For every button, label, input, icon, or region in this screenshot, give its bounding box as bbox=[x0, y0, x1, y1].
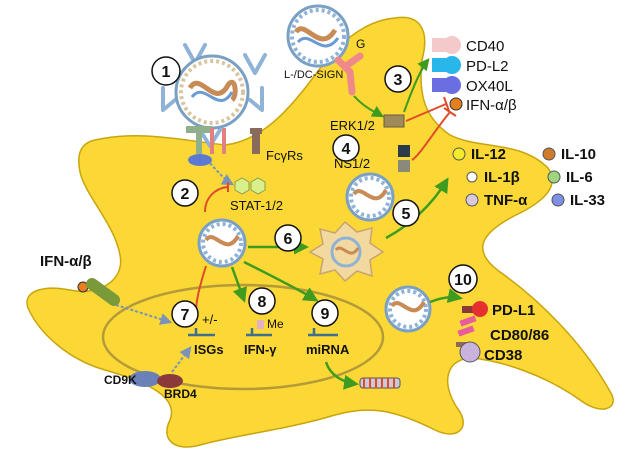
marker-cd40-label: CD40 bbox=[466, 38, 504, 55]
step-10-label: 10 bbox=[454, 272, 472, 289]
coreceptor-cd38-label: CD38 bbox=[484, 347, 522, 364]
coreceptor-cd8086-label: CD80/86 bbox=[490, 327, 549, 344]
step-9-label: 9 bbox=[321, 306, 330, 323]
cd9k-icon bbox=[129, 371, 161, 387]
cytokine-il33-dot bbox=[551, 193, 565, 207]
cytokine-tnfa-label: TNF-α bbox=[484, 192, 528, 209]
brd4-icon bbox=[157, 374, 183, 388]
nucleus bbox=[101, 283, 385, 391]
stat-label: STAT-1/2 bbox=[230, 198, 283, 213]
isgs-label: ISGs bbox=[194, 342, 224, 357]
virus-top-icon bbox=[286, 4, 350, 68]
step-4-label: 4 bbox=[342, 141, 351, 158]
virus-central-icon bbox=[197, 218, 247, 268]
cytokine-il12-label: IL-12 bbox=[471, 146, 506, 163]
cytokine-il33-label: IL-33 bbox=[570, 192, 605, 209]
plus-minus-label: +/- bbox=[202, 312, 218, 327]
coreceptor-pdl1 bbox=[462, 301, 488, 317]
inhibit-erk-ifn bbox=[405, 103, 447, 122]
inhibit-ns-ifn bbox=[411, 111, 451, 161]
coreceptor-cd8086 bbox=[457, 315, 477, 337]
inhibit-stat bbox=[204, 186, 229, 213]
step-6-label: 6 bbox=[284, 231, 293, 248]
marker-ox40l-label: OX40L bbox=[466, 78, 513, 95]
methyl-mark-icon bbox=[257, 320, 264, 329]
cytokine-tnfa-dot bbox=[465, 193, 479, 207]
ifn-receptor-icon bbox=[86, 278, 120, 306]
arrow-mirna-out bbox=[324, 361, 359, 390]
fcgr-label: FcγRs bbox=[266, 148, 303, 163]
stat-hexagons-icon bbox=[234, 177, 266, 195]
mirna-hairpin-icon bbox=[359, 377, 401, 389]
fcg-receptor-icon bbox=[186, 126, 262, 154]
arrow-erk-to-markers bbox=[403, 58, 430, 113]
arrow-replication-to-cytokines bbox=[385, 177, 449, 240]
cytokine-il10-label: IL-10 bbox=[561, 146, 596, 163]
coreceptor-pdl1-label: PD-L1 bbox=[492, 302, 535, 319]
adaptor-protein-icon bbox=[188, 154, 212, 166]
marker-ifn-ab-label: IFN-α/β bbox=[466, 97, 517, 114]
arrow-virus-to-coreceptors bbox=[429, 288, 463, 304]
ns-protein-dark-icon bbox=[398, 145, 410, 157]
dc-sign-receptor-icon bbox=[334, 52, 364, 96]
cytokine-il1b-label: IL-1β bbox=[484, 169, 520, 186]
coreceptor-cd38 bbox=[456, 341, 481, 363]
arrow-ifnr-to-isgs bbox=[115, 304, 173, 325]
step-8-label: 8 bbox=[258, 294, 267, 311]
step-2-label: 2 bbox=[181, 186, 190, 203]
step-7-label: 7 bbox=[181, 307, 190, 324]
ifn-ab-dot bbox=[449, 97, 463, 111]
cytokine-il1b-dot bbox=[466, 171, 478, 183]
marker-pdl2-label: PD-L2 bbox=[466, 58, 509, 75]
arrow-virus-to-ifng bbox=[230, 266, 247, 303]
ifng-gene-icon bbox=[246, 328, 272, 337]
step-circles: 1 2 3 4 5 6 7 8 9 10 bbox=[151, 56, 478, 328]
cd9k-label: CD9K bbox=[104, 373, 137, 387]
arrow-fcgr-to-stat bbox=[209, 162, 235, 186]
virus-antibody-complex-icon bbox=[161, 43, 267, 148]
virus-step10-icon bbox=[384, 285, 432, 333]
surface-marker-pdl2 bbox=[432, 56, 461, 74]
mirna-label: miRNA bbox=[306, 342, 350, 357]
erk-label: ERK1/2 bbox=[330, 118, 375, 133]
g-protein-label: G bbox=[356, 37, 365, 51]
dc-sign-label: L-/DC-SIGN bbox=[284, 69, 343, 81]
brd4-label: BRD4 bbox=[164, 387, 197, 401]
arrow-dcsign-to-erk bbox=[353, 95, 385, 118]
ifng-label: IFN-γ bbox=[244, 342, 277, 357]
mirna-gene-icon bbox=[308, 328, 338, 337]
surface-marker-ox40l bbox=[432, 76, 461, 94]
cytokine-il10-dot bbox=[542, 147, 556, 161]
step-3-label: 3 bbox=[394, 72, 403, 89]
methyl-label: Me bbox=[267, 317, 284, 331]
ns-protein-light-icon bbox=[398, 160, 410, 172]
cytokine-il12-dot bbox=[452, 147, 466, 161]
arrow-virus-to-mirna bbox=[243, 260, 319, 302]
virus-step5-icon bbox=[345, 172, 395, 222]
arrow-brd4-to-isgs bbox=[171, 346, 192, 373]
replication-compartment-icon bbox=[308, 220, 385, 283]
ifn-ab-left-label: IFN-α/β bbox=[40, 253, 92, 270]
cytokine-il6-dot bbox=[547, 170, 561, 184]
surface-marker-cd40 bbox=[432, 36, 461, 54]
isgs-gene-icon bbox=[188, 328, 215, 337]
step-5-label: 5 bbox=[402, 206, 411, 223]
cytokine-il6-label: IL-6 bbox=[566, 169, 593, 186]
step-1-label: 1 bbox=[162, 64, 171, 81]
erk-kinase-icon bbox=[383, 114, 405, 128]
